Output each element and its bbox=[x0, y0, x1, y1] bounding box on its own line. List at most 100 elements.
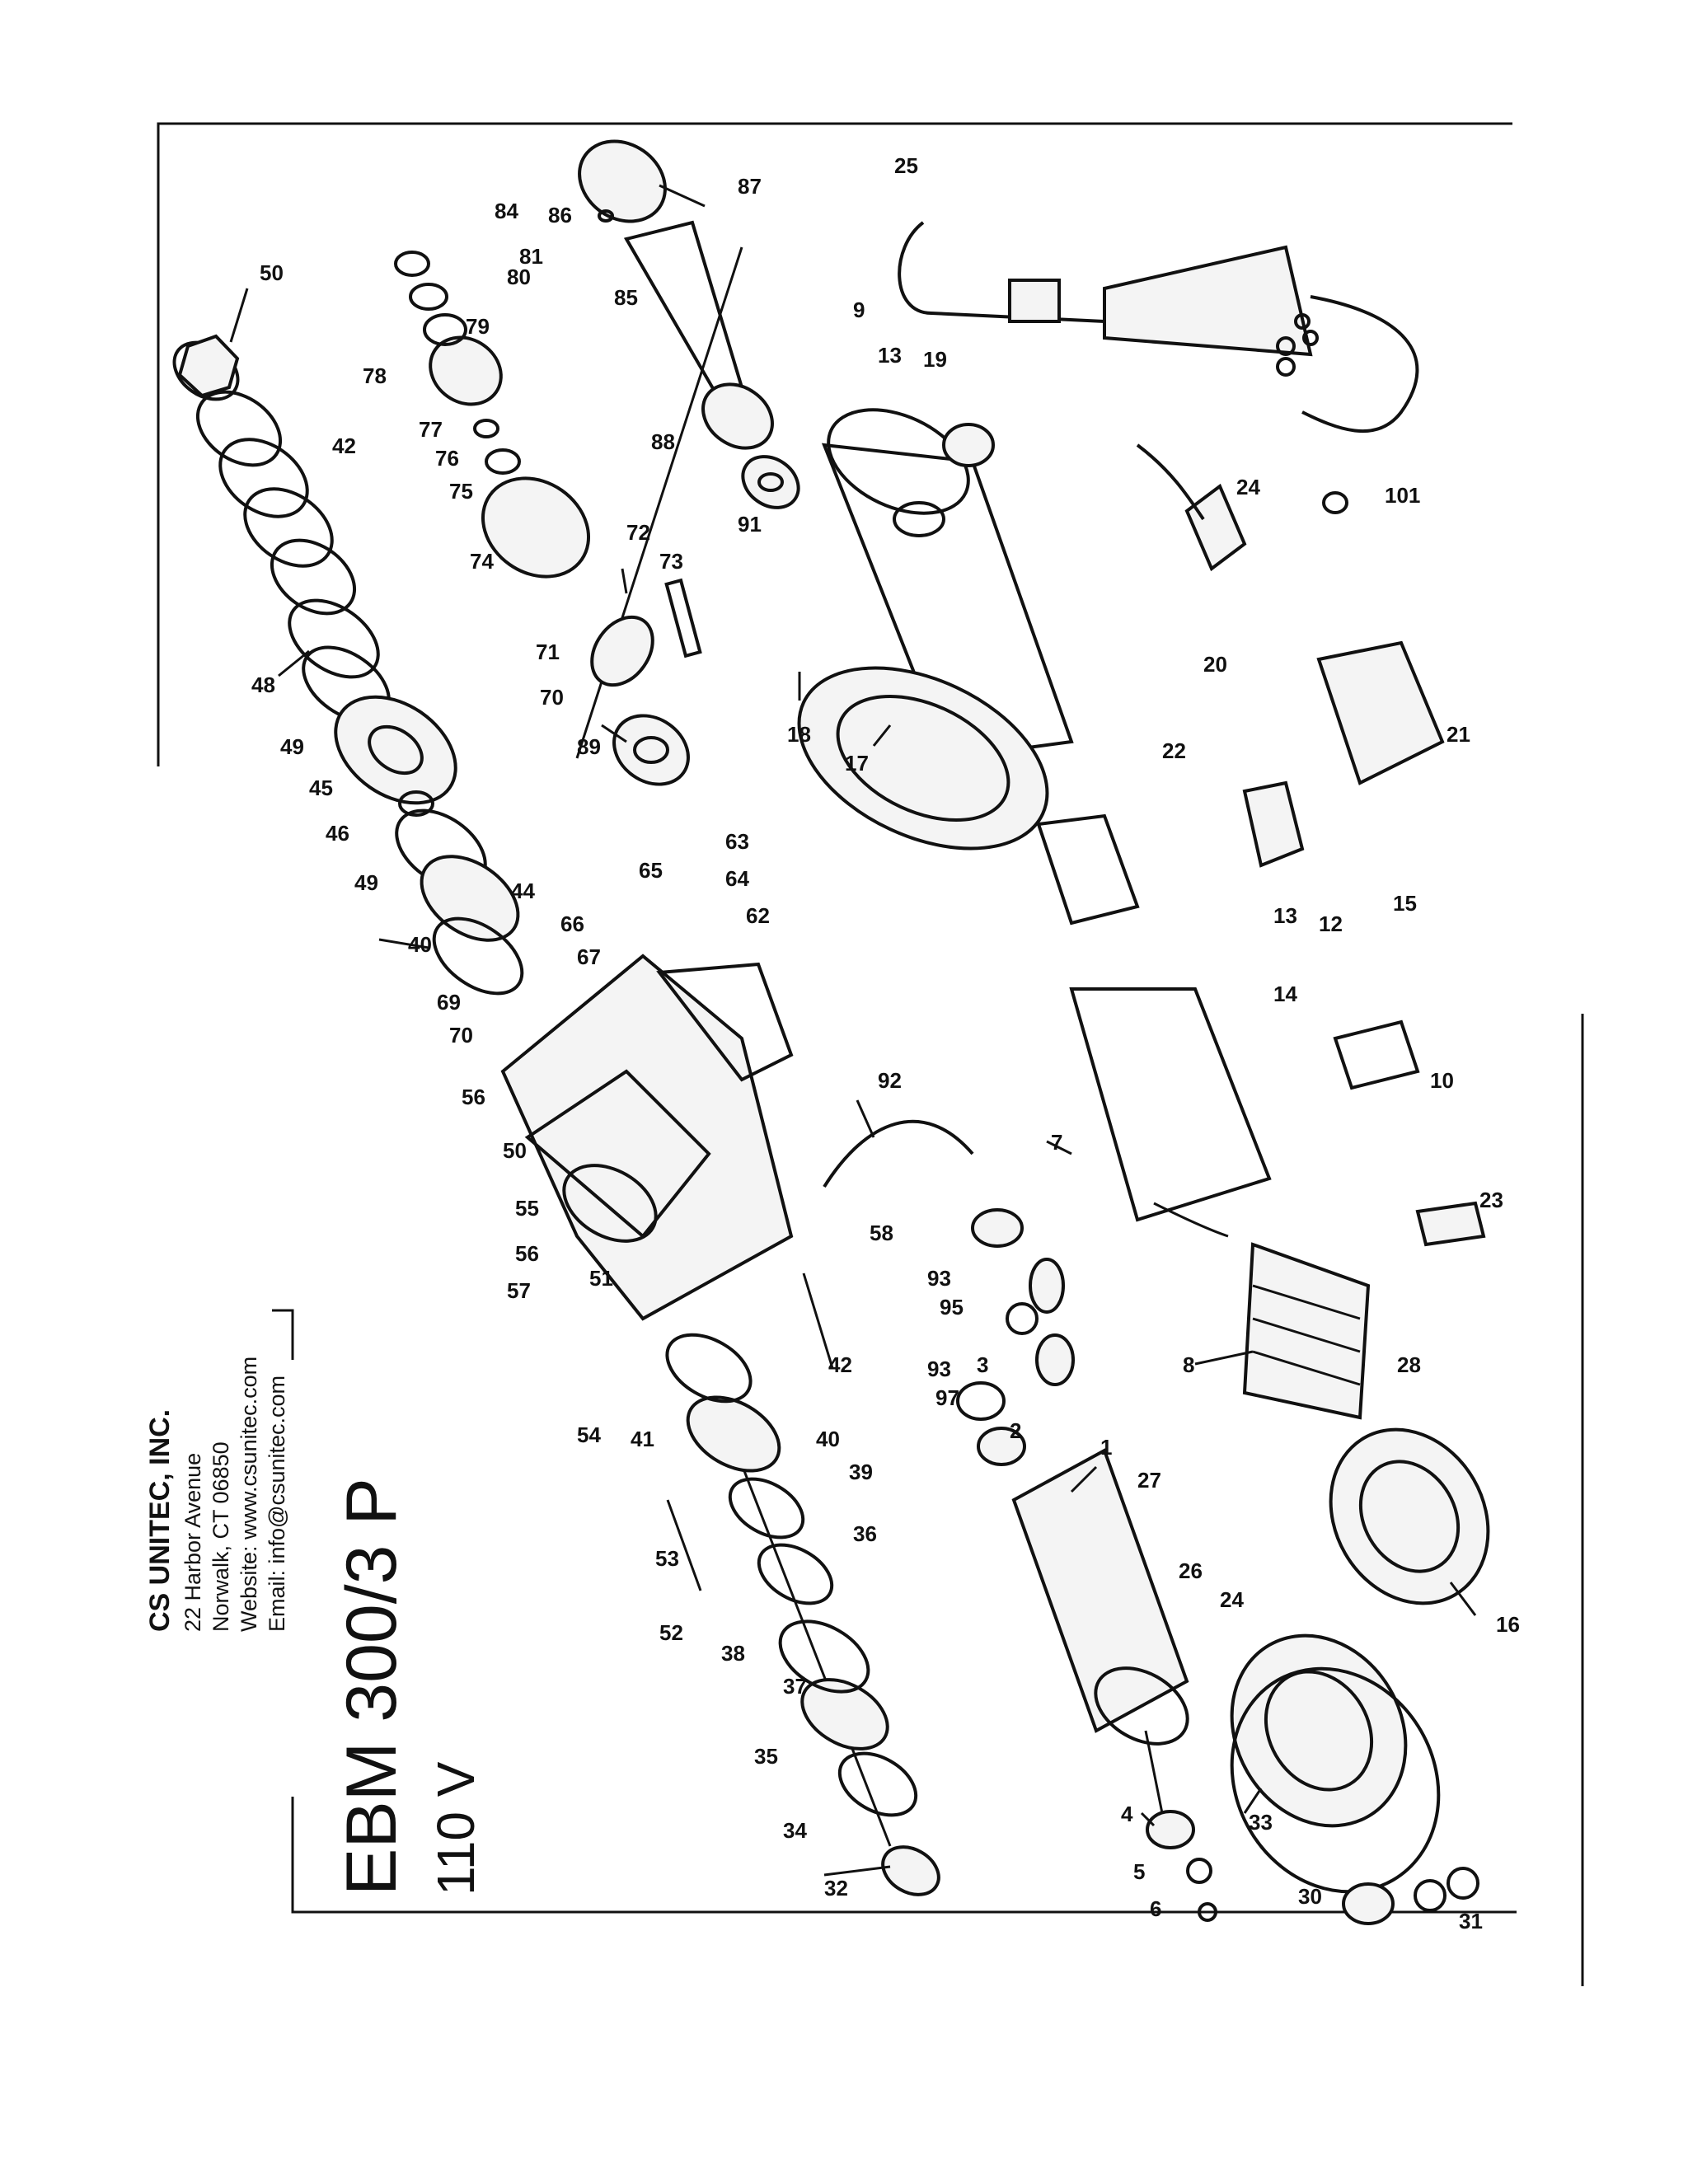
callout-58: 58 bbox=[870, 1221, 893, 1245]
callout-95: 97 bbox=[935, 1385, 959, 1410]
callout-69: 70 bbox=[540, 685, 564, 710]
armature-shaft-assembly bbox=[578, 139, 800, 509]
callout-13a: 13 bbox=[878, 343, 902, 368]
callout-51: 51 bbox=[589, 1266, 613, 1291]
company-address-line2: Norwalk, CT 06850 bbox=[209, 1441, 233, 1632]
drill-spindle bbox=[665, 1272, 940, 1896]
callout-10: 10 bbox=[1430, 1068, 1454, 1093]
callout-88: 91 bbox=[738, 512, 762, 537]
callout-20: 20 bbox=[1203, 652, 1227, 677]
company-name: CS UNITEC, INC. bbox=[144, 1409, 176, 1632]
callout-9: 9 bbox=[853, 298, 865, 322]
callout-32: 32 bbox=[824, 1876, 848, 1900]
callout-37: 37 bbox=[783, 1674, 807, 1699]
callout-67: 70 bbox=[449, 1023, 473, 1047]
callout-42: 42 bbox=[828, 1352, 852, 1377]
callout-48b: 49 bbox=[354, 870, 378, 895]
motor-housing bbox=[797, 408, 1074, 851]
callout-39: 39 bbox=[849, 1460, 873, 1484]
intermediate-gear bbox=[481, 476, 591, 579]
callout-87: 88 bbox=[651, 429, 675, 454]
callout-23: 23 bbox=[1479, 1188, 1503, 1212]
armature-bearing bbox=[1146, 1810, 1195, 1849]
callout-97: 101 bbox=[1385, 483, 1420, 508]
callout-38: 38 bbox=[721, 1641, 745, 1666]
callout-33: 33 bbox=[1249, 1810, 1273, 1835]
callout-73: 74 bbox=[470, 549, 494, 574]
callout-48a: 49 bbox=[280, 734, 304, 759]
callout-77: 78 bbox=[363, 363, 387, 388]
callout-21: 21 bbox=[1447, 722, 1470, 747]
callout-92b: 93 bbox=[927, 1357, 951, 1381]
callout-56: 56 bbox=[462, 1085, 485, 1109]
callout-47: 48 bbox=[251, 673, 275, 697]
large-gear bbox=[334, 695, 457, 805]
nut bbox=[177, 334, 240, 398]
callout-66: 69 bbox=[437, 990, 461, 1015]
callout-65: 67 bbox=[577, 944, 601, 969]
callout-49: 50 bbox=[260, 260, 284, 285]
armature bbox=[956, 1381, 1217, 1922]
callout-86: 87 bbox=[738, 174, 762, 199]
callout-44: 44 bbox=[511, 879, 535, 903]
water-hose bbox=[823, 1119, 1075, 1386]
border-frame bbox=[157, 122, 1584, 1986]
switch bbox=[1242, 780, 1305, 868]
capacitor bbox=[1184, 483, 1247, 572]
callout-54: 54 bbox=[577, 1422, 601, 1447]
spring bbox=[1035, 1333, 1075, 1386]
callout-93: 95 bbox=[940, 1295, 964, 1319]
title-block: EBM 300/3 P 110 V bbox=[332, 1478, 485, 1896]
callout-6: 6 bbox=[1150, 1896, 1161, 1921]
callout-17: 17 bbox=[845, 751, 869, 776]
callout-18: 18 bbox=[787, 722, 811, 747]
gearbox-housing bbox=[500, 954, 794, 1321]
callout-70: 71 bbox=[536, 640, 560, 664]
plug bbox=[1008, 279, 1061, 323]
callout-63: 65 bbox=[639, 858, 663, 883]
callout-43: 42 bbox=[332, 434, 356, 458]
callout-28: 26 bbox=[1179, 1558, 1203, 1583]
callout-89: 89 bbox=[577, 734, 601, 759]
callout-30: 30 bbox=[1298, 1884, 1322, 1909]
callout-29: 27 bbox=[1137, 1468, 1161, 1493]
rear-covers bbox=[1230, 1427, 1490, 1925]
callout-52: 52 bbox=[659, 1620, 683, 1645]
callout-56b: 56 bbox=[515, 1241, 539, 1266]
callout-74: 75 bbox=[449, 479, 473, 504]
callout-labels: 50 42 48 49 45 46 49 44 40 80 79 78 77 7… bbox=[229, 153, 1520, 1933]
callout-26: 24 bbox=[1220, 1587, 1244, 1612]
callout-45: 45 bbox=[309, 776, 333, 800]
callout-2: 2 bbox=[1010, 1418, 1021, 1443]
callout-1: 1 bbox=[1100, 1435, 1112, 1460]
company-website: Website: www.csunitec.com bbox=[237, 1357, 261, 1632]
callout-13b: 13 bbox=[1273, 903, 1297, 928]
end-cap bbox=[1230, 1633, 1408, 1828]
callout-60: 62 bbox=[746, 903, 770, 928]
callout-79: 80 bbox=[507, 265, 531, 289]
callout-71: 72 bbox=[626, 520, 650, 545]
callout-53: 53 bbox=[655, 1546, 679, 1571]
callout-92a: 93 bbox=[927, 1266, 951, 1291]
callout-50: 50 bbox=[503, 1138, 527, 1163]
callout-8: 8 bbox=[1183, 1352, 1194, 1377]
callout-57: 57 bbox=[507, 1278, 531, 1303]
bearing bbox=[612, 714, 690, 786]
callout-16: 16 bbox=[1496, 1612, 1520, 1637]
company-block: CS UNITEC, INC. 22 Harbor Avenue Norwalk… bbox=[144, 1357, 289, 1632]
callout-55: 55 bbox=[515, 1196, 539, 1221]
o-ring bbox=[1230, 1666, 1441, 1894]
callout-76: 77 bbox=[419, 417, 443, 442]
carbon-brush bbox=[1415, 1201, 1486, 1247]
callout-4: 4 bbox=[1121, 1802, 1133, 1826]
pinion-gear bbox=[578, 139, 667, 223]
callout-3: 3 bbox=[977, 1352, 988, 1377]
callout-40b: 40 bbox=[816, 1427, 840, 1451]
field-stator bbox=[1069, 987, 1371, 1420]
callout-72: 73 bbox=[659, 549, 683, 574]
callout-34: 34 bbox=[783, 1818, 807, 1843]
callout-25: 25 bbox=[894, 153, 918, 178]
callout-12: 12 bbox=[1319, 912, 1343, 936]
